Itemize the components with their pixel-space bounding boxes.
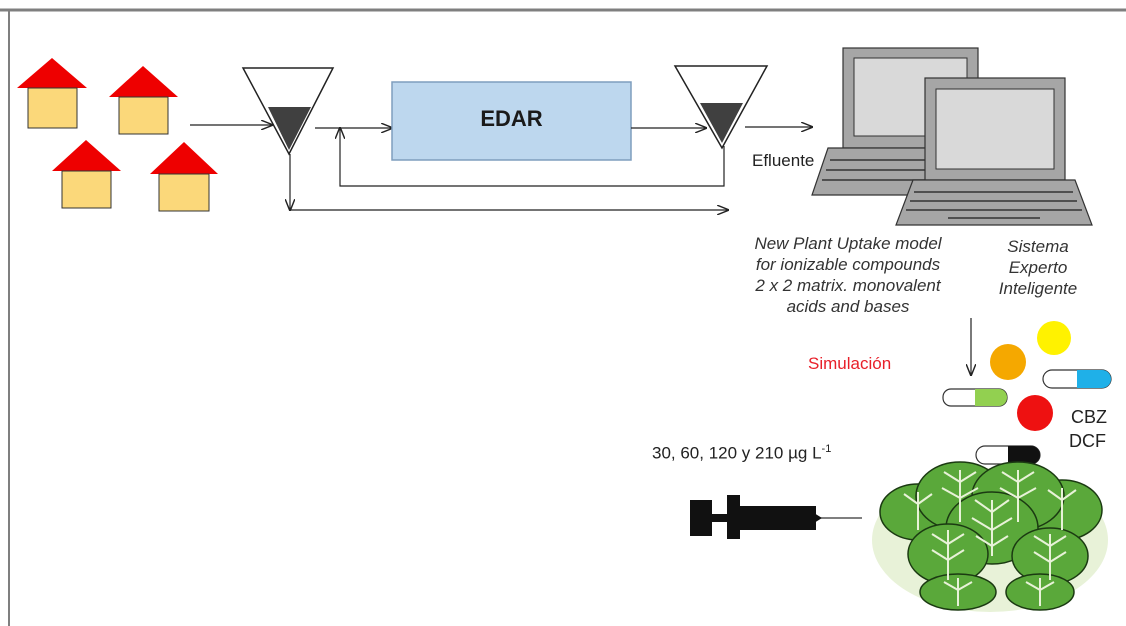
lettuce-icon — [872, 461, 1108, 612]
edar-box — [391, 81, 632, 161]
house-icon — [150, 142, 218, 212]
effluent-label: Efluente — [752, 151, 815, 170]
capsule-icon — [975, 445, 1041, 465]
dose-label: 30, 60, 120 y 210 µg L-1 — [652, 443, 831, 464]
yellow-dot — [1037, 321, 1071, 355]
dose-exponent: -1 — [821, 443, 832, 455]
settling-tank-icon — [241, 67, 335, 156]
house-icon — [109, 66, 178, 135]
red-dot — [1017, 395, 1053, 431]
house-icon — [17, 58, 87, 129]
expert-system-line: Experto — [1008, 258, 1068, 277]
expert-system-text: Sistema Experto Inteligente — [983, 236, 1093, 299]
plant-uptake-line: acids and bases — [786, 297, 910, 316]
syringe-icon — [690, 495, 862, 539]
compound-dcf-label: DCF — [1069, 431, 1106, 451]
simulation-label: Simulación — [808, 354, 892, 373]
recycle-arrow — [340, 128, 725, 187]
plant-uptake-line: for ionizable compounds — [755, 255, 941, 274]
capsule-icon — [942, 388, 1008, 407]
house-icon — [52, 140, 121, 209]
dose-text: 30, 60, 120 y 210 µg L — [652, 443, 822, 463]
plant-uptake-line: New Plant Uptake model — [754, 234, 942, 253]
settling-tank-icon — [673, 65, 769, 150]
orange-dot — [990, 344, 1026, 380]
capsule-icon — [1042, 369, 1112, 389]
expert-system-line: Inteligente — [998, 279, 1078, 298]
expert-system-line: Sistema — [1007, 237, 1069, 256]
laptop-icon — [895, 77, 1093, 226]
plant-uptake-line: 2 x 2 matrix. monovalent — [755, 276, 941, 295]
compound-cbz-label: CBZ — [1071, 407, 1107, 427]
edar-label: EDAR — [480, 106, 543, 131]
plant-uptake-model-text: New Plant Uptake model for ionizable com… — [722, 233, 974, 317]
